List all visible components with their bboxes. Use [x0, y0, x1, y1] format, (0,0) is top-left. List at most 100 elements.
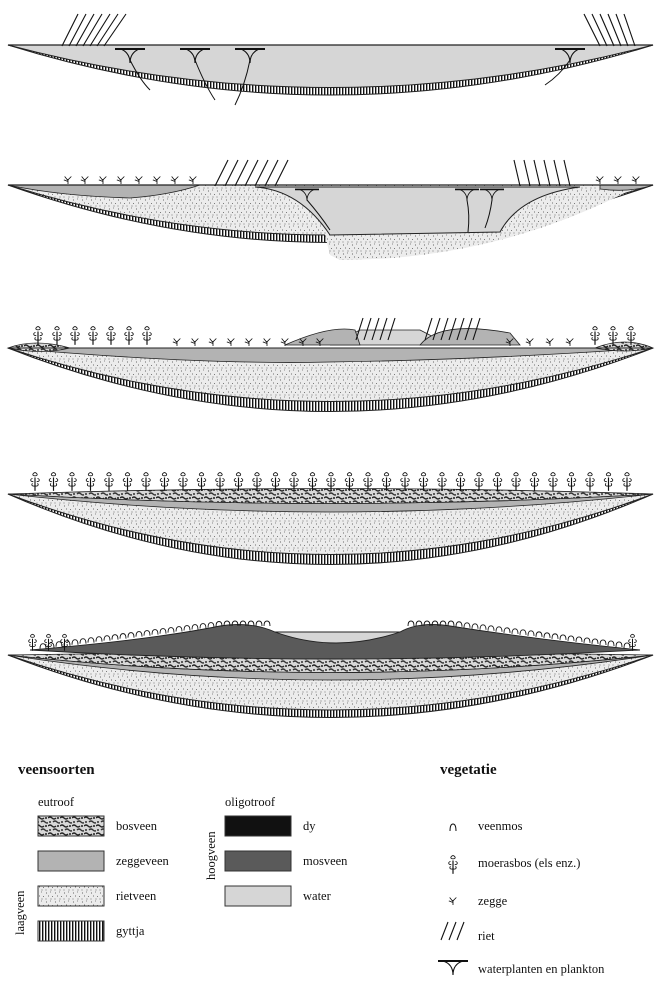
veenmos-symbol [568, 636, 574, 641]
veenmos-symbol [528, 631, 534, 636]
stage-2 [8, 160, 653, 260]
moerasbos-icon [449, 856, 458, 874]
stage-3 [8, 318, 653, 412]
veenmos-symbol [160, 629, 166, 634]
riet-icon [441, 922, 464, 940]
veenmos-symbol [128, 633, 134, 638]
moerasbos-symbol [419, 473, 428, 491]
label-veenmos: veenmos [478, 820, 522, 833]
waterplanten-icon [438, 961, 468, 975]
moerasbos-symbol [179, 473, 188, 491]
moerasbos-symbol [290, 473, 299, 491]
veenmos-symbol [496, 627, 502, 632]
label-rietveen: rietveen [116, 890, 156, 903]
riet-stand-right [584, 14, 635, 46]
veenmos-symbol [192, 625, 198, 630]
veenmos-symbol [576, 637, 582, 642]
veenmos-symbol [408, 621, 414, 626]
swatch-water [225, 886, 291, 906]
moerasbos-symbol [234, 473, 243, 491]
veenmos-symbol [120, 634, 126, 639]
moerasbos-symbol [586, 473, 595, 491]
stage-5 [8, 621, 653, 718]
veenmos-symbol [592, 639, 598, 644]
hoogveen-label: hoogveen [205, 831, 218, 880]
moerasbos-symbol [401, 473, 410, 491]
veenmos-symbol [472, 624, 478, 629]
moerasbos-symbol [604, 473, 613, 491]
moerasbos-symbol [197, 473, 206, 491]
zegge-icon [449, 898, 457, 906]
moerasbos-symbol [327, 473, 336, 491]
moerasbos-symbol [253, 473, 262, 491]
veenmos-icon [450, 824, 456, 831]
veenmos-symbol [616, 642, 622, 647]
veenmos-symbol [208, 623, 214, 628]
stage-1 [8, 14, 653, 105]
eutrophic-label: eutroof [38, 796, 74, 809]
swatch-bosveen [38, 816, 104, 836]
moerasbos-symbol [216, 473, 225, 491]
swatch-zeggeveen [38, 851, 104, 871]
moerasbos-symbol [567, 473, 576, 491]
moerasbos-symbol [68, 473, 77, 491]
moerasbos-symbol [160, 473, 169, 491]
moerasbos-symbol [456, 473, 465, 491]
peat-types-title: veensoorten [18, 763, 95, 778]
veenmos-symbol [104, 636, 110, 641]
legend-vegetation-icons [438, 824, 468, 975]
veenmos-symbol [264, 621, 270, 626]
veenmos-symbol [88, 638, 94, 643]
veenmos-symbol [72, 640, 78, 645]
moerasbos-symbol [86, 473, 95, 491]
label-bosveen: bosveen [116, 820, 157, 833]
label-mosveen: mosveen [303, 855, 347, 868]
moerasbos-row-stage-4 [31, 473, 632, 491]
veenmos-symbol [600, 640, 606, 645]
riet-stand-stage-2 [215, 160, 570, 186]
swatch-gyttja [38, 921, 104, 941]
veenmos-symbol [504, 628, 510, 633]
moerasbos-symbol [308, 473, 317, 491]
moerasbos-symbol [512, 473, 521, 491]
veenmos-symbol [480, 625, 486, 630]
swatch-rietveen [38, 886, 104, 906]
moerasbos-symbol [475, 473, 484, 491]
swatch-mosveen [225, 851, 291, 871]
label-dy: dy [303, 820, 316, 833]
veenmos-symbol [184, 626, 190, 631]
veenmos-symbol [152, 630, 158, 635]
moerasbos-symbol [623, 473, 632, 491]
veenmos-symbol [536, 632, 542, 637]
swatch-dy [225, 816, 291, 836]
legend-swatches [38, 816, 291, 941]
label-zegge: zegge [478, 895, 507, 908]
veenmos-symbol [488, 626, 494, 631]
veenmos-symbol [256, 621, 262, 626]
moerasbos-symbol [49, 473, 58, 491]
moerasbos-symbol [530, 473, 539, 491]
veenmos-symbol [584, 638, 590, 643]
label-riet: riet [478, 930, 495, 943]
moerasbos-symbol [271, 473, 280, 491]
riet-stand-left [62, 14, 126, 46]
veenmos-symbol [512, 629, 518, 634]
label-gyttja: gyttja [116, 925, 144, 938]
moerasbos-symbol [142, 473, 151, 491]
veenmos-symbol [544, 633, 550, 638]
moerasbos-stage-3-left [34, 327, 152, 345]
label-zeggeveen: zeggeveen [116, 855, 169, 868]
veenmos-symbol [608, 641, 614, 646]
veenmos-symbol [624, 643, 630, 648]
veenmos-symbol [200, 624, 206, 629]
veenmos-symbol [464, 623, 470, 628]
label-water: water [303, 890, 331, 903]
moerasbos-symbol [123, 473, 132, 491]
vegetation-title: vegetatie [440, 763, 497, 778]
moerasbos-symbol [345, 473, 354, 491]
veenmos-symbol [40, 644, 46, 649]
moerasbos-symbol [493, 473, 502, 491]
oligotrophic-label: oligotroof [225, 796, 275, 809]
moerasbos-symbol [438, 473, 447, 491]
